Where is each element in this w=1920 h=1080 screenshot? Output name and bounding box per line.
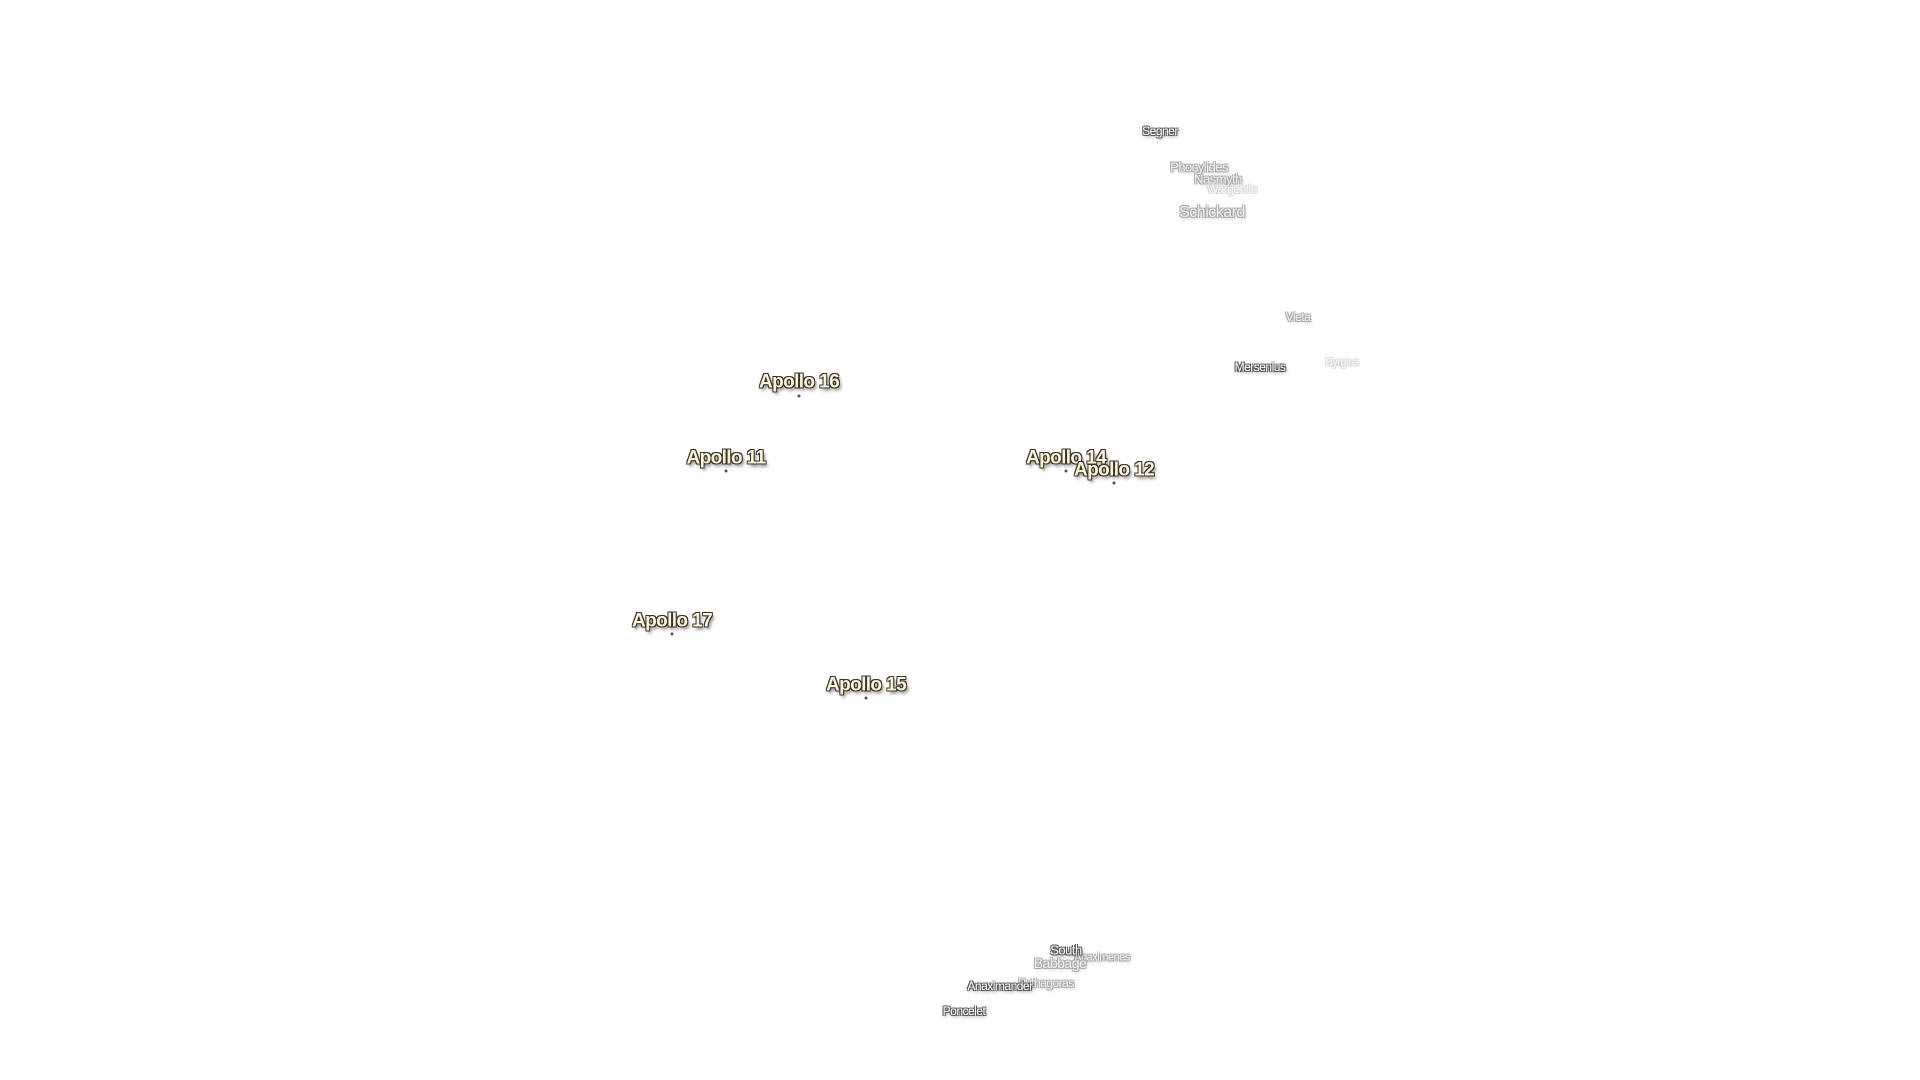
crater-label-vieta[interactable]: Vieta	[1285, 310, 1311, 324]
landing-label-apollo-15[interactable]: Apollo 15	[825, 674, 907, 696]
landing-site-marker[interactable]	[724, 469, 728, 473]
landing-site-marker[interactable]	[864, 696, 868, 700]
crater-label-south[interactable]: South	[1050, 942, 1082, 958]
landing-label-apollo-11[interactable]: Apollo 11	[686, 447, 766, 469]
crater-label-anaximenes[interactable]: Anaximenes	[1074, 951, 1130, 964]
crater-label-mersenius[interactable]: Mersenius	[1234, 360, 1286, 374]
landing-site-marker[interactable]	[797, 394, 801, 398]
crater-label-wargentin[interactable]: Wargentin	[1207, 182, 1257, 196]
crater-label-phocylides[interactable]: Phocylides	[1170, 159, 1228, 175]
landing-label-apollo-14[interactable]: Apollo 14	[1025, 447, 1107, 469]
crater-label-nasmyth[interactable]: Nasmyth	[1194, 171, 1242, 187]
landing-site-marker[interactable]	[670, 632, 674, 636]
crater-label-babbage[interactable]: Babbage	[1033, 955, 1087, 971]
crater-label-anaximander[interactable]: Anaximander	[967, 979, 1033, 993]
landing-site-marker[interactable]	[1064, 469, 1068, 473]
crater-label-pythagoras[interactable]: Pythagoras	[1018, 976, 1074, 990]
crater-label-segner[interactable]: Segner	[1142, 124, 1178, 138]
crater-label-poncelet[interactable]: Poncelet	[942, 1004, 986, 1018]
landing-label-apollo-12[interactable]: Apollo 12	[1073, 459, 1155, 481]
landing-label-apollo-16[interactable]: Apollo 16	[758, 371, 840, 393]
crater-label-schickard[interactable]: Schickard	[1179, 204, 1245, 221]
landing-label-apollo-17[interactable]: Apollo 17	[631, 610, 713, 632]
crater-label-byrgius[interactable]: Byrgius	[1325, 356, 1359, 369]
landing-site-marker[interactable]	[1112, 481, 1116, 485]
